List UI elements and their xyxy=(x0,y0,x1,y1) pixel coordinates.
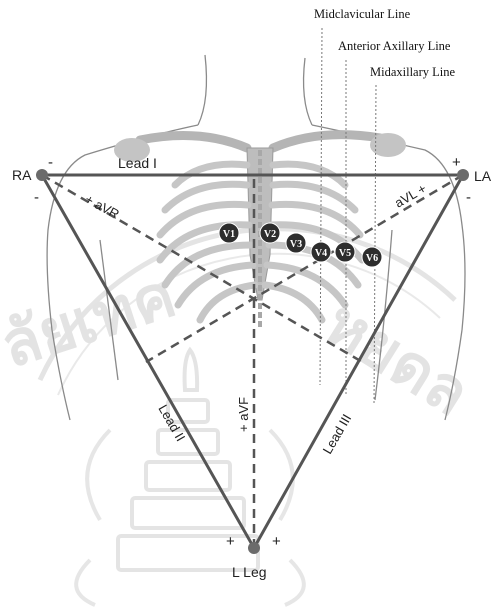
ra-label: RA xyxy=(12,167,32,183)
precordial-v5-label: V5 xyxy=(339,248,351,259)
precordial-v3: V3 xyxy=(286,233,306,253)
midaxillary-label: Midaxillary Line xyxy=(370,65,455,79)
lead-3-label: Lead III xyxy=(320,411,355,456)
avr-label: + aVR xyxy=(83,191,122,221)
avf-label: + aVF xyxy=(236,397,251,432)
precordial-v4: V4 xyxy=(311,242,331,262)
precordial-v2: V2 xyxy=(260,223,280,243)
ra-electrode xyxy=(36,169,48,181)
precordial-v6-label: V6 xyxy=(366,253,378,264)
lead-1-label: Lead I xyxy=(118,155,157,171)
leg-plus-right: + xyxy=(272,533,281,550)
precordial-v2-label: V2 xyxy=(264,229,276,240)
midclavicular-label: Midclavicular Line xyxy=(314,7,411,21)
precordial-v6: V6 xyxy=(362,247,382,267)
ra-minus-side: - xyxy=(34,189,39,206)
precordial-v1-label: V1 xyxy=(223,229,235,240)
anterior-axillary-label: Anterior Axillary Line xyxy=(338,39,451,53)
leg-label: L Leg xyxy=(232,564,267,580)
la-label: LA xyxy=(474,168,492,184)
precordial-v3-label: V3 xyxy=(290,239,302,250)
precordial-v1: V1 xyxy=(219,223,239,243)
leg-electrode xyxy=(248,542,260,554)
ra-minus-top: - xyxy=(48,154,53,171)
watermark-text: ลัยเทค xyxy=(0,261,183,382)
precordial-v4-label: V4 xyxy=(315,248,327,259)
watermark-text-right: หยดล xyxy=(313,288,481,429)
precordial-v5: V5 xyxy=(335,242,355,262)
leg-plus-left: + xyxy=(226,533,235,550)
la-minus-side: - xyxy=(466,189,471,206)
la-plus-top: + xyxy=(452,154,461,171)
